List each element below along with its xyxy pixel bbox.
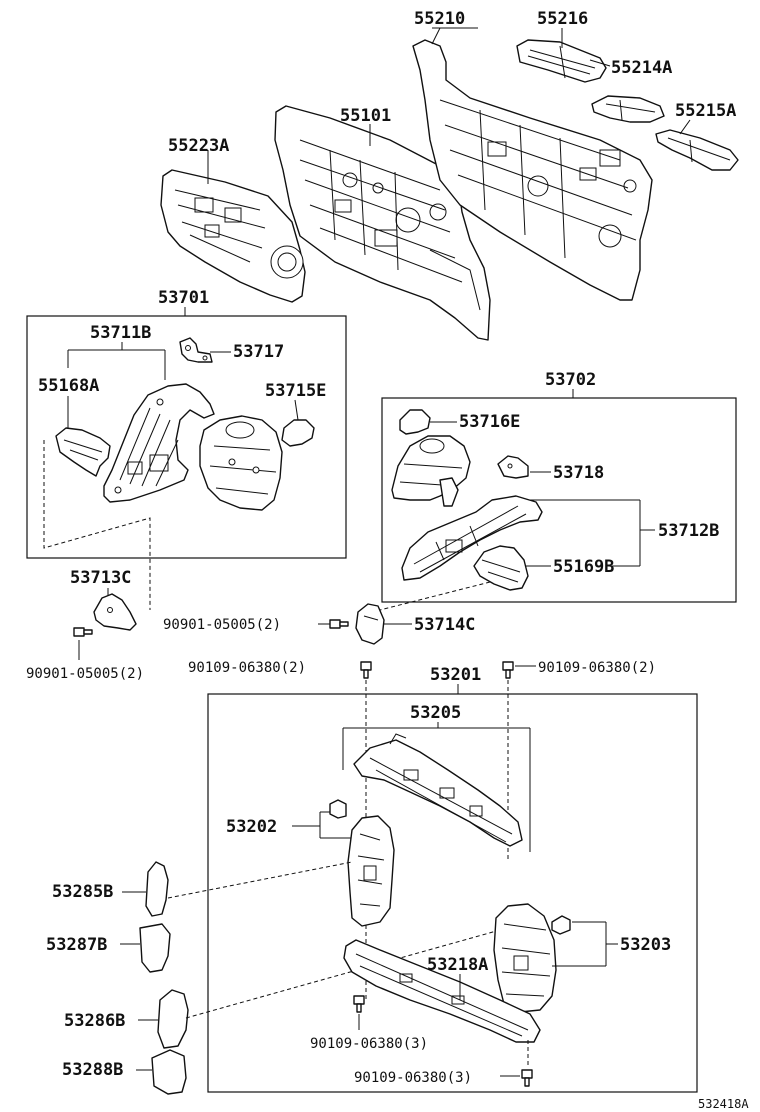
label-bolt-b: 90901-05005(2) <box>26 666 144 682</box>
leader-53205 <box>342 722 531 852</box>
label-53716e: 53716E <box>459 412 520 432</box>
part-55223a-insulator[interactable] <box>160 169 306 303</box>
part-53717-bracket[interactable] <box>179 337 213 363</box>
label-55168a: 55168A <box>38 376 99 396</box>
label-53285b: 53285B <box>52 882 113 902</box>
label-53717: 53717 <box>233 342 284 362</box>
label-53713c: 53713C <box>70 568 131 588</box>
part-53712b-apron[interactable] <box>401 495 543 581</box>
label-53205: 53205 <box>410 703 461 723</box>
part-53205-upper-support[interactable] <box>353 733 523 847</box>
part-55216-panel[interactable] <box>516 39 607 83</box>
label-bolt-f: 90109-06380(3) <box>354 1070 472 1086</box>
leader-53202 <box>292 811 352 839</box>
leader-53711b <box>67 342 166 380</box>
part-55215a-panel[interactable] <box>655 129 739 171</box>
label-53287b: 53287B <box>46 935 107 955</box>
label-55215a: 55215A <box>675 101 736 121</box>
label-55216: 55216 <box>537 9 588 29</box>
bolt-90901-05005-left[interactable] <box>73 627 93 637</box>
bolt-90109-06380-d[interactable] <box>502 661 514 679</box>
leader-53715e <box>294 399 299 421</box>
bolt-90109-06380-c[interactable] <box>360 661 372 679</box>
label-53288b: 53288B <box>62 1060 123 1080</box>
part-53218a-lower-support[interactable] <box>343 939 541 1043</box>
label-bolt-e: 90109-06380(3) <box>310 1036 428 1052</box>
part-53286b[interactable] <box>157 989 189 1049</box>
part-53711b-apron[interactable] <box>103 383 215 503</box>
label-bolt-d: 90109-06380(2) <box>538 660 656 676</box>
part-53288b[interactable] <box>151 1049 187 1095</box>
part-53713c-bracket[interactable] <box>93 593 137 631</box>
bolt-90901-05005-right[interactable] <box>329 619 349 629</box>
label-55210: 55210 <box>414 9 465 29</box>
part-53285b[interactable] <box>145 861 169 917</box>
part-53716e-tower[interactable] <box>391 435 471 507</box>
leader-53712b <box>530 499 655 567</box>
group-box-53702 <box>381 397 737 603</box>
dashed-link-53285b <box>167 861 353 899</box>
part-55168a-panel[interactable] <box>55 427 111 477</box>
dashed-link-53286b <box>185 929 501 1019</box>
diagram-code: 532418A <box>698 1097 749 1111</box>
label-55169b: 55169B <box>553 557 614 577</box>
label-53711b: 53711B <box>90 323 151 343</box>
part-55210-cowl-panel[interactable] <box>412 39 653 301</box>
group-box-53201 <box>207 693 698 1093</box>
label-55223a: 55223A <box>168 136 229 156</box>
bolt-90109-06380-f[interactable] <box>521 1069 533 1087</box>
part-53718-bracket[interactable] <box>497 455 529 479</box>
label-53715e: 53715E <box>265 381 326 401</box>
label-53203: 53203 <box>620 935 671 955</box>
part-53716e-bracket[interactable] <box>399 409 431 435</box>
label-53702: 53702 <box>545 370 596 390</box>
dashed-link-55168a <box>43 440 151 610</box>
label-53201: 53201 <box>430 665 481 685</box>
label-53712b: 53712B <box>658 521 719 541</box>
part-53287b[interactable] <box>139 923 171 973</box>
leader-55215a <box>679 119 691 135</box>
label-55214a: 55214A <box>611 58 672 78</box>
part-55169b-panel[interactable] <box>473 545 529 591</box>
label-55101: 55101 <box>340 106 391 126</box>
part-55214a-panel[interactable] <box>591 95 665 123</box>
part-53714c-bracket[interactable] <box>355 603 385 645</box>
part-53202-side-support-left[interactable] <box>347 815 395 927</box>
label-53718: 53718 <box>553 463 604 483</box>
part-53715e-tower[interactable] <box>199 415 283 511</box>
bolt-90109-06380-e[interactable] <box>353 995 365 1013</box>
label-bolt-c: 90109-06380(2) <box>188 660 306 676</box>
leader-55210 <box>431 27 478 45</box>
part-53202-clip[interactable] <box>329 799 347 819</box>
label-53286b: 53286B <box>64 1011 125 1031</box>
label-53701: 53701 <box>158 288 209 308</box>
dashed-link-55169b <box>379 581 491 611</box>
label-bolt-a: 90901-05005(2) <box>163 617 281 633</box>
group-box-53701 <box>26 315 347 559</box>
label-53218a: 53218A <box>427 955 488 975</box>
label-53202: 53202 <box>226 817 277 837</box>
leader-53203 <box>552 921 618 967</box>
part-53715e-bracket[interactable] <box>281 419 315 447</box>
leader-55214a <box>589 59 611 67</box>
part-53203-clip[interactable] <box>551 915 571 935</box>
part-53203-side-support-right[interactable] <box>493 903 557 1013</box>
label-53714c: 53714C <box>414 615 475 635</box>
